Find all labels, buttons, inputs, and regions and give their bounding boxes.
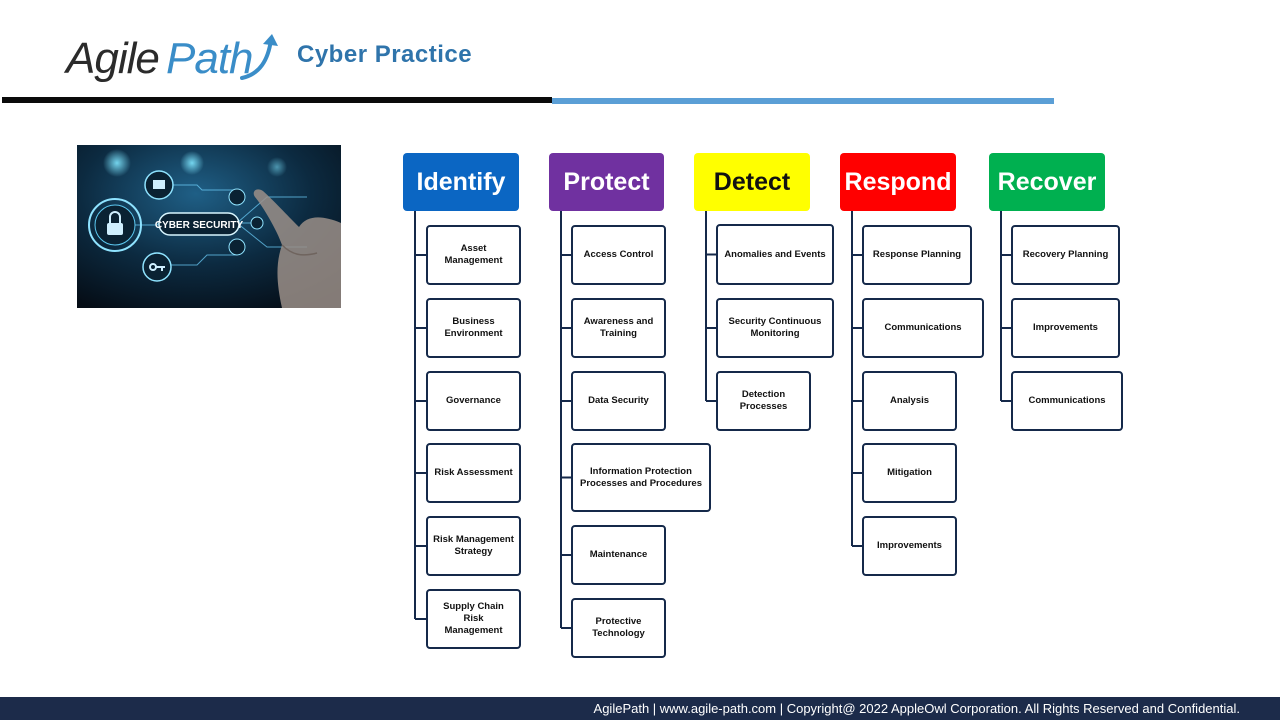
footer-copyright: AgilePath | www.agile-path.com | Copyrig… xyxy=(593,701,1240,716)
respond-item: Mitigation xyxy=(862,443,957,503)
identify-item: Business Environment xyxy=(426,298,521,358)
detect-header: Detect xyxy=(694,153,810,211)
header-rule-blue xyxy=(552,98,1054,104)
recover-item: Communications xyxy=(1011,371,1123,431)
protect-header: Protect xyxy=(549,153,664,211)
detect-item: Security Continuous Monitoring xyxy=(716,298,834,358)
footer-bar: AgilePath | www.agile-path.com | Copyrig… xyxy=(0,697,1280,720)
header-rule-dark xyxy=(2,97,552,103)
recover-item: Recovery Planning xyxy=(1011,225,1120,285)
protect-item: Data Security xyxy=(571,371,666,431)
identify-item: Risk Management Strategy xyxy=(426,516,521,576)
logo-arrow-icon xyxy=(240,34,278,80)
identify-header: Identify xyxy=(403,153,519,211)
logo-agile-text: Agile xyxy=(66,34,160,83)
respond-item: Communications xyxy=(862,298,984,358)
logo-path-text: Path xyxy=(166,34,254,83)
respond-item: Analysis xyxy=(862,371,957,431)
recover-item: Improvements xyxy=(1011,298,1120,358)
page-subtitle: Cyber Practice xyxy=(297,41,473,68)
identify-item: Asset Management xyxy=(426,225,521,285)
respond-item: Response Planning xyxy=(862,225,972,285)
protect-item: Protective Technology xyxy=(571,598,666,658)
protect-item: Access Control xyxy=(571,225,666,285)
respond-header: Respond xyxy=(840,153,956,211)
cyber-security-image: CYBER SECURITY xyxy=(77,145,341,308)
protect-item: Maintenance xyxy=(571,525,666,585)
protect-item: Awareness and Training xyxy=(571,298,666,358)
identify-item: Governance xyxy=(426,371,521,431)
protect-item: Information Protection Processes and Pro… xyxy=(571,443,711,512)
identify-item: Risk Assessment xyxy=(426,443,521,503)
recover-header: Recover xyxy=(989,153,1105,211)
detect-item: Anomalies and Events xyxy=(716,224,834,285)
respond-item: Improvements xyxy=(862,516,957,576)
identify-item: Supply Chain Risk Management xyxy=(426,589,521,649)
detect-item: Detection Processes xyxy=(716,371,811,431)
image-overlay-text: CYBER SECURITY xyxy=(155,220,244,231)
